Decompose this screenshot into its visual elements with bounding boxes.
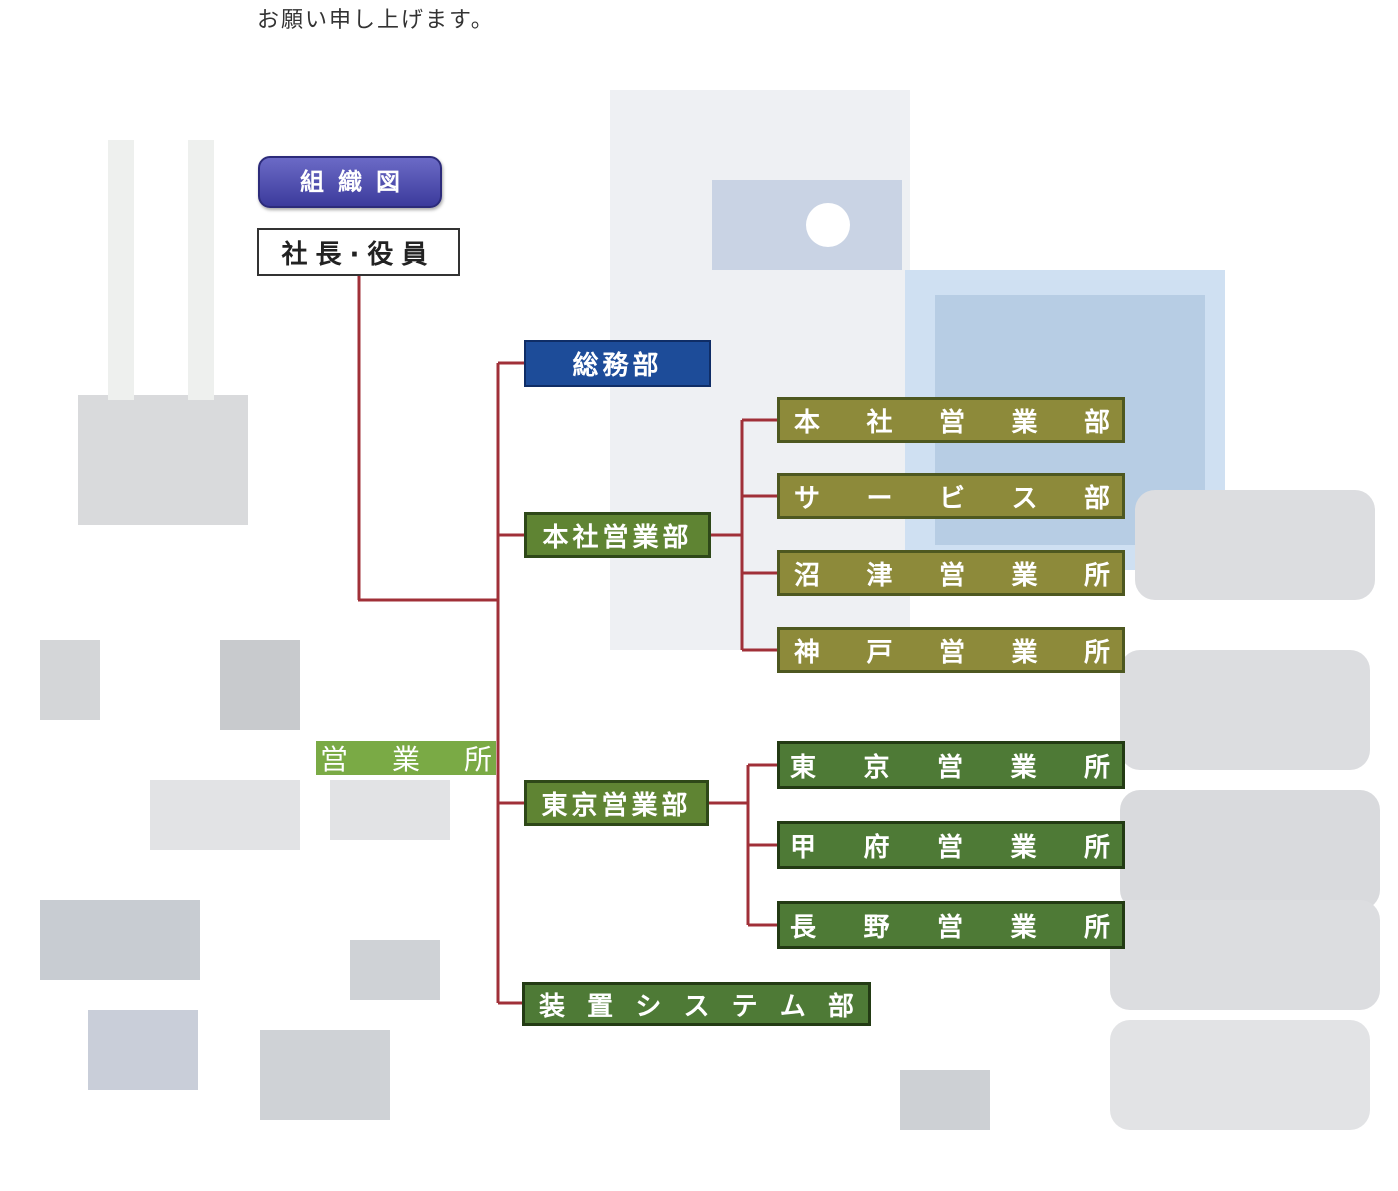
char: ー: [866, 483, 893, 514]
char: 所: [1083, 637, 1110, 668]
char: 京: [863, 752, 890, 783]
char: 営: [936, 832, 963, 863]
node-tokyo-sales-dept: 東京営業部: [524, 780, 709, 826]
char: 所: [1083, 560, 1110, 591]
char: 社: [866, 407, 893, 438]
char: テ: [731, 991, 758, 1022]
node-tokyo-office: 東 京 営 業 所: [777, 741, 1125, 789]
char: 東: [790, 752, 817, 783]
node-service-dept: サ ー ビ ス 部: [777, 473, 1125, 519]
intro-text: お願い申し上げます。: [257, 8, 495, 33]
char: ス: [683, 991, 710, 1022]
char: 装: [539, 991, 566, 1022]
char: 営: [938, 637, 965, 668]
char: 部: [1083, 407, 1110, 438]
char: 営: [936, 912, 963, 943]
char: 営: [938, 560, 965, 591]
char: 戸: [866, 637, 893, 668]
char: 営: [320, 743, 349, 776]
char: 部: [1083, 483, 1110, 514]
char: 甲: [790, 832, 817, 863]
char: ム: [779, 991, 806, 1022]
char: 府: [863, 832, 890, 863]
char: 所: [1083, 912, 1110, 943]
char: 本: [794, 407, 821, 438]
char: ス: [1011, 483, 1038, 514]
node-honsha-sales-dept: 本社営業部: [524, 512, 711, 558]
char: 所: [1083, 752, 1110, 783]
char: 津: [866, 560, 893, 591]
char: 置: [587, 991, 614, 1022]
org-chart-title-badge: 組織図: [258, 156, 442, 208]
char: 所: [1083, 832, 1110, 863]
char: サ: [794, 483, 821, 514]
char: 所: [463, 743, 492, 776]
node-general-affairs: 総務部: [524, 340, 711, 387]
char: 営: [938, 407, 965, 438]
char: 神: [794, 637, 821, 668]
char: 野: [863, 912, 890, 943]
node-nagano-office: 長 野 営 業 所: [777, 901, 1125, 949]
label-sales-offices: 営 業 所: [316, 741, 496, 776]
char: 業: [1011, 407, 1038, 438]
node-honsha-sales-division: 本 社 営 業 部: [777, 397, 1125, 443]
node-equipment-systems-dept: 装 置 シ ス テ ム 部: [522, 982, 871, 1026]
node-numazu-office: 沼 津 営 業 所: [777, 550, 1125, 596]
char: 沼: [794, 560, 821, 591]
char: シ: [635, 991, 662, 1022]
node-kobe-office: 神 戸 営 業 所: [777, 627, 1125, 673]
char: 業: [1011, 637, 1038, 668]
char: 業: [1010, 912, 1037, 943]
char: 業: [391, 743, 420, 776]
char: 業: [1010, 752, 1037, 783]
node-president-executives: 社長·役員: [257, 228, 460, 276]
char: 業: [1010, 832, 1037, 863]
char: ビ: [938, 483, 965, 514]
char: 部: [827, 991, 854, 1022]
node-kofu-office: 甲 府 営 業 所: [777, 821, 1125, 869]
char: 長: [790, 912, 817, 943]
char: 業: [1011, 560, 1038, 591]
char: 営: [936, 752, 963, 783]
